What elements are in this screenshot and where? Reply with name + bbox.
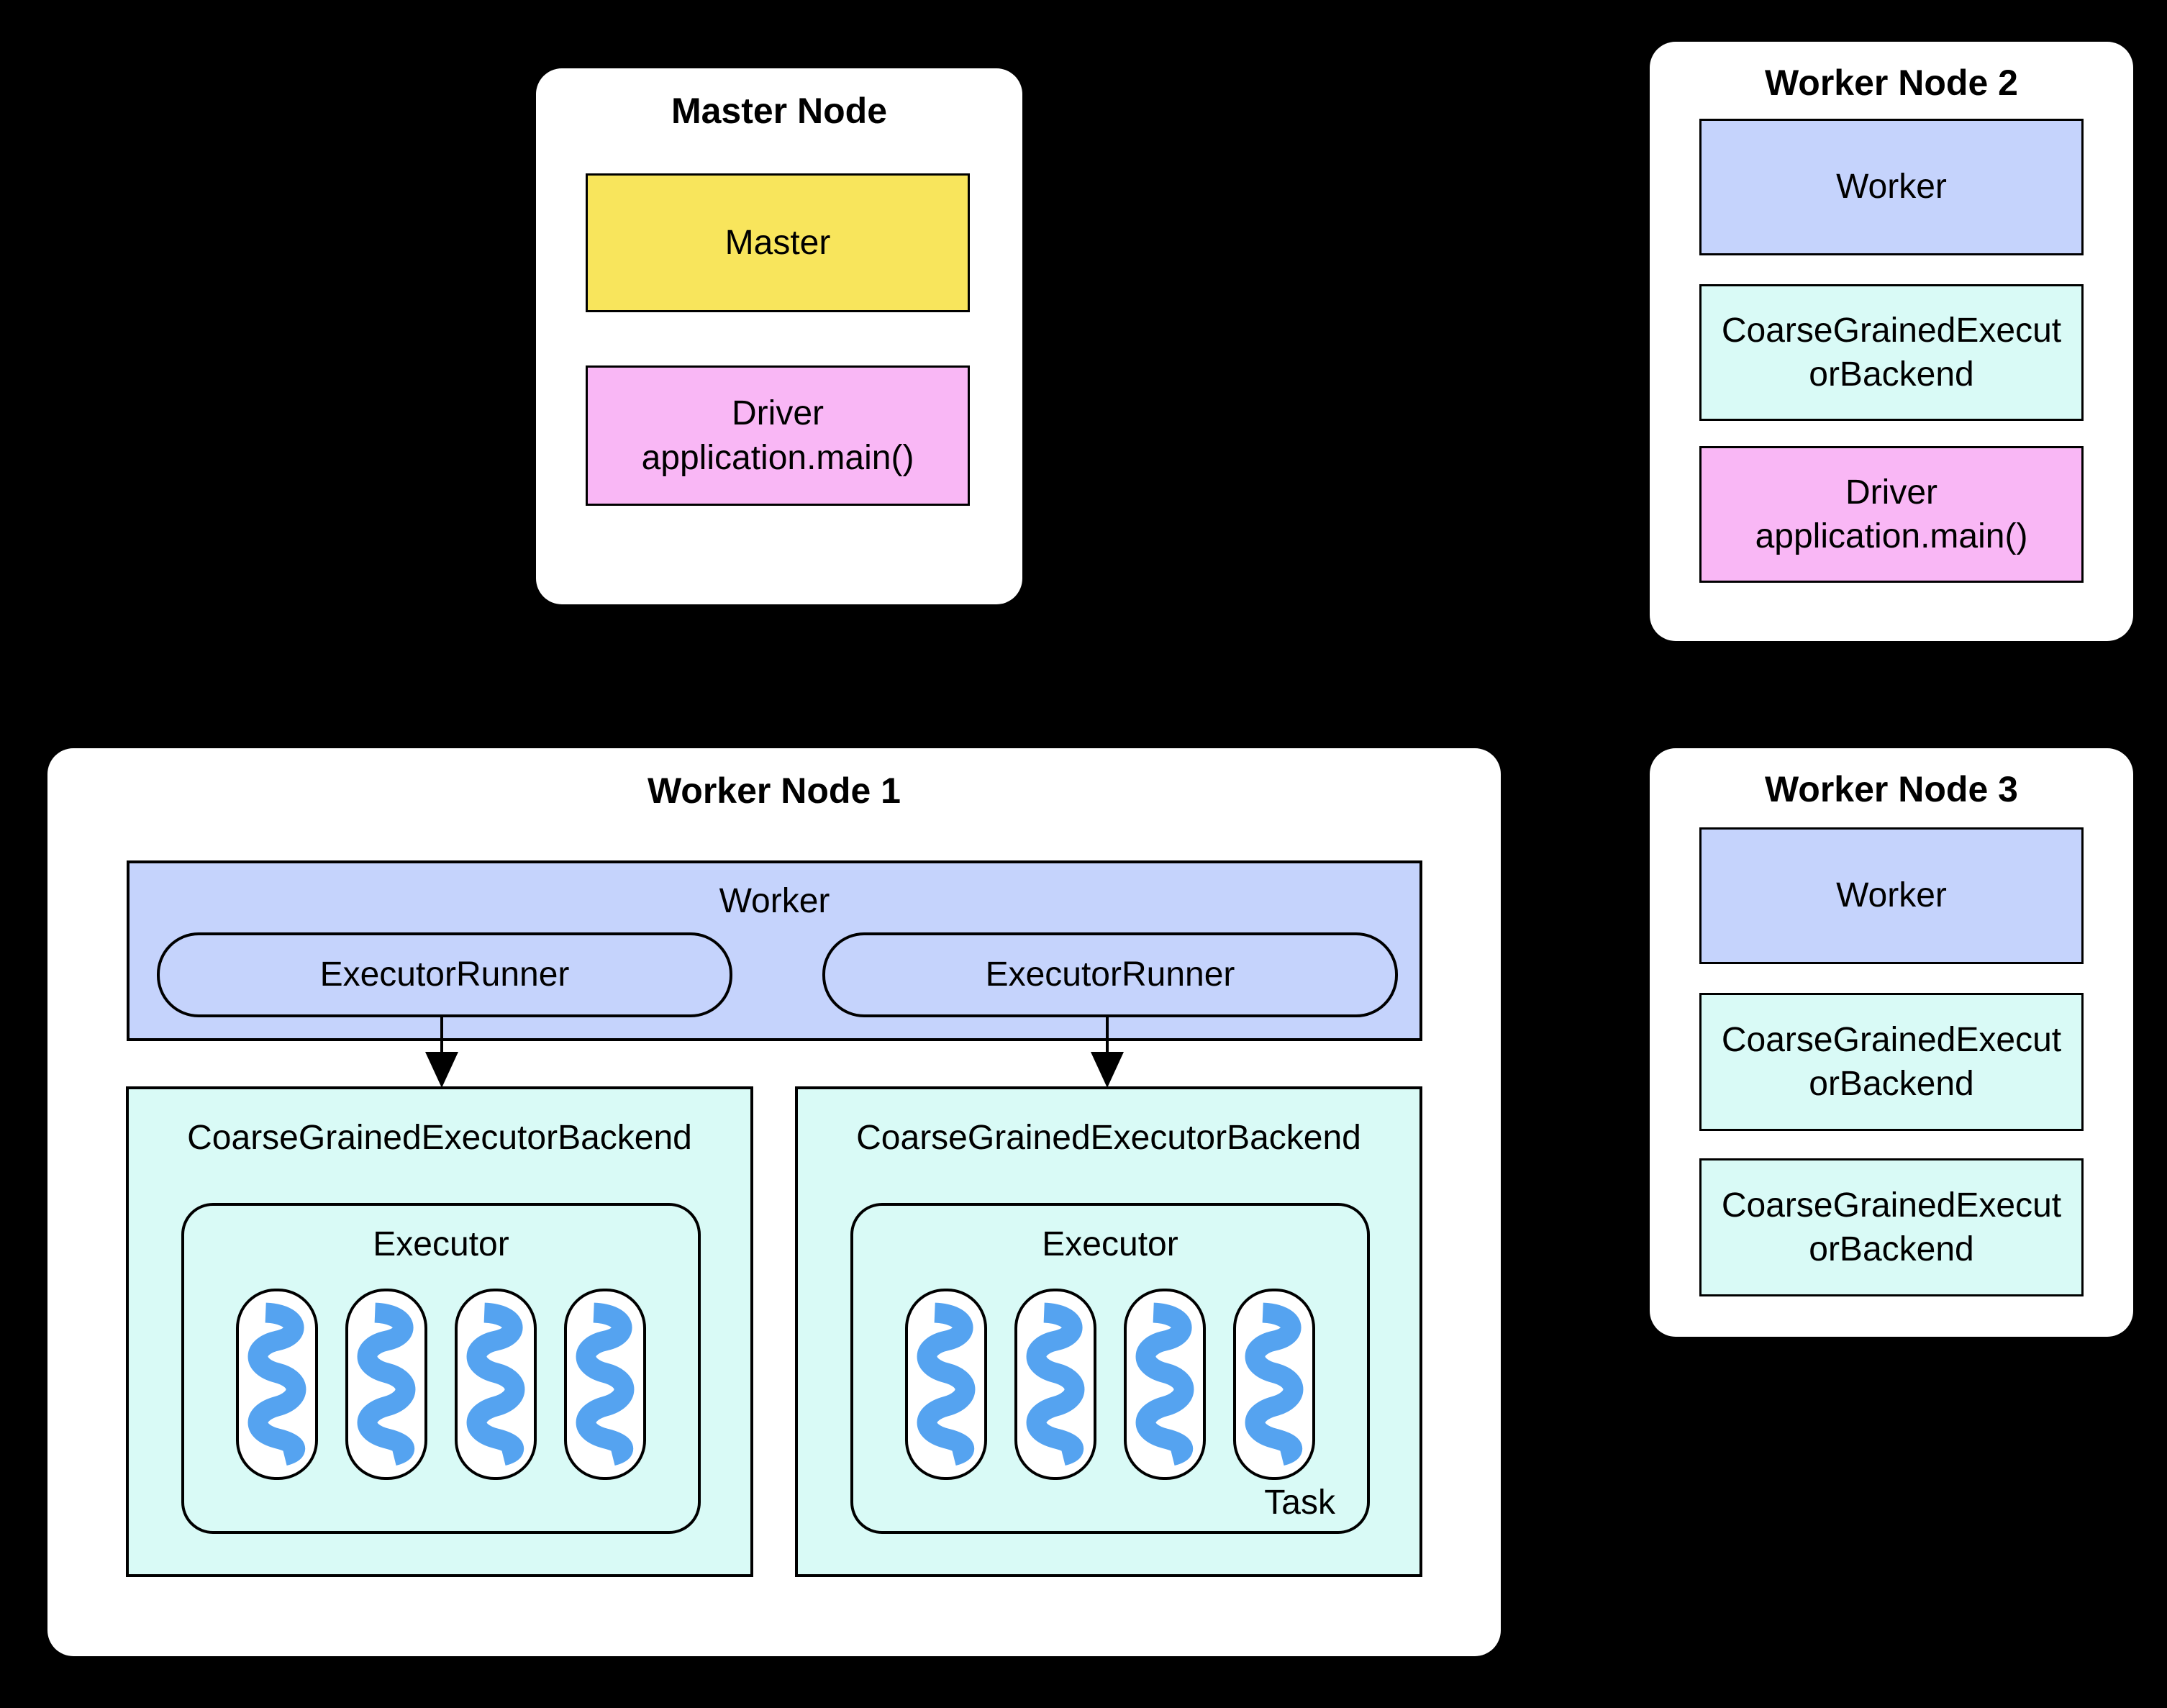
worker-node-3-worker-box: Worker: [1699, 827, 2084, 964]
backend-label: CoarseGrainedExecutorBackend: [1721, 311, 2062, 394]
worker-label: Worker: [1836, 876, 1947, 915]
backend-label: CoarseGrainedExecutorBackend: [1721, 1020, 2062, 1103]
task-squiggle-icon: [576, 1302, 635, 1466]
master-driver-box: Driver application.main(): [586, 365, 970, 506]
worker-node-3-title: Worker Node 3: [1765, 769, 2018, 809]
master-node-title: Master Node: [671, 91, 888, 131]
worker-label: Worker: [719, 882, 830, 920]
task-squiggle-icon: [1245, 1302, 1304, 1466]
executor-runner-label: ExecutorRunner: [985, 955, 1235, 994]
driver-label: Driver application.main(): [1755, 473, 2028, 555]
task-pill: [1233, 1289, 1315, 1480]
task-squiggle-icon: [917, 1302, 976, 1466]
worker-node-3-panel: Worker Node 3 Worker CoarseGrainedExecut…: [1650, 748, 2133, 1337]
arrow-head-icon: [425, 1052, 458, 1088]
backend-label: CoarseGrainedExecutorBackend: [1721, 1186, 2062, 1268]
task-pill: [236, 1289, 318, 1480]
task-squiggle-icon: [1026, 1302, 1085, 1466]
task-pill: [1124, 1289, 1206, 1480]
master-node-panel: Master Node Master Driver application.ma…: [536, 68, 1022, 604]
worker-node-3-backend-box-2: CoarseGrainedExecutorBackend: [1699, 1158, 2084, 1296]
task-pill: [564, 1289, 646, 1480]
task-pill: [455, 1289, 537, 1480]
executor-label: Executor: [373, 1225, 509, 1263]
task-squiggle-icon: [466, 1302, 525, 1466]
task-label: Task: [1264, 1484, 1335, 1522]
task-list: [184, 1289, 698, 1480]
worker-node-2-panel: Worker Node 2 Worker CoarseGrainedExecut…: [1650, 42, 2133, 641]
task-pill: [1014, 1289, 1096, 1480]
executor-runner-left: ExecutorRunner: [157, 932, 732, 1017]
master-driver-label: Driver application.main(): [641, 394, 914, 477]
backend-box-left: CoarseGrainedExecutorBackend Executor: [126, 1086, 753, 1577]
worker-node-2-title: Worker Node 2: [1765, 63, 2018, 103]
backend-box-right: CoarseGrainedExecutorBackend Executor Ta…: [795, 1086, 1422, 1577]
task-list: [853, 1289, 1367, 1480]
task-pill: [905, 1289, 987, 1480]
executor-runner-right: ExecutorRunner: [822, 932, 1398, 1017]
worker-node-1-worker-box: Worker ExecutorRunner ExecutorRunner: [127, 860, 1422, 1041]
task-squiggle-icon: [357, 1302, 416, 1466]
task-squiggle-icon: [247, 1302, 306, 1466]
worker-node-1-panel: Worker Node 1 Worker ExecutorRunner Exec…: [47, 748, 1501, 1656]
executor-box-left: Executor: [181, 1203, 701, 1534]
task-squiggle-icon: [1135, 1302, 1194, 1466]
arrow-line: [1106, 1017, 1109, 1054]
executor-box-right: Executor Task: [850, 1203, 1370, 1534]
worker-node-1-title: Worker Node 1: [648, 771, 901, 811]
arrow-head-icon: [1091, 1052, 1124, 1088]
worker-node-2-backend-box: CoarseGrainedExecutorBackend: [1699, 284, 2084, 421]
task-pill: [345, 1289, 427, 1480]
worker-node-2-worker-box: Worker: [1699, 119, 2084, 255]
worker-node-2-driver-box: Driver application.main(): [1699, 446, 2084, 583]
master-box: Master: [586, 173, 970, 312]
master-box-label: Master: [724, 223, 831, 262]
executor-runner-label: ExecutorRunner: [319, 955, 570, 994]
backend-label: CoarseGrainedExecutorBackend: [856, 1119, 1361, 1157]
arrow-line: [440, 1017, 443, 1054]
backend-label: CoarseGrainedExecutorBackend: [187, 1119, 692, 1157]
worker-node-3-backend-box-1: CoarseGrainedExecutorBackend: [1699, 993, 2084, 1131]
worker-label: Worker: [1836, 168, 1947, 206]
executor-label: Executor: [1042, 1225, 1178, 1263]
